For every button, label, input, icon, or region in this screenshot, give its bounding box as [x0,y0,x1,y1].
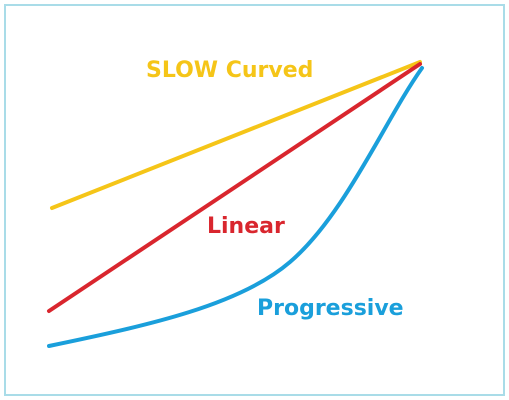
progressive-curve [47,66,424,348]
progressive-label: Progressive [257,296,404,321]
slow-curved-line [50,60,422,210]
linear-label: Linear [207,214,285,239]
slow-curved-label: SLOW Curved [146,58,313,83]
linear-line [47,62,422,313]
